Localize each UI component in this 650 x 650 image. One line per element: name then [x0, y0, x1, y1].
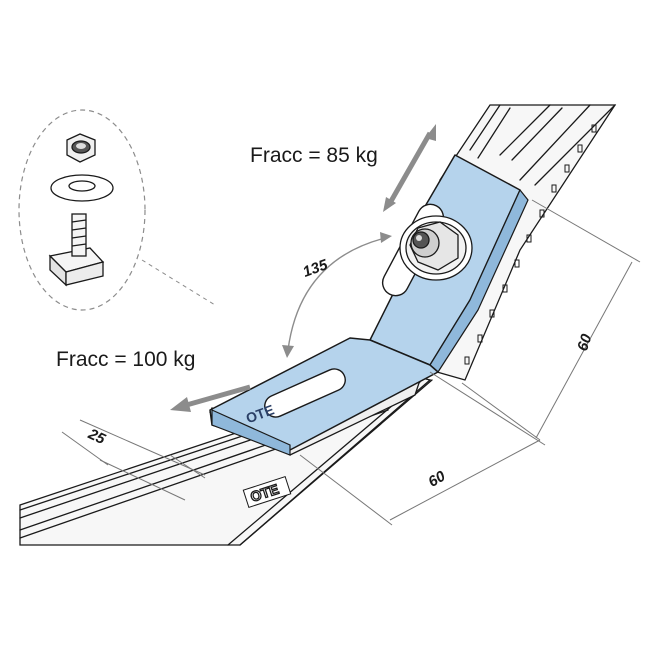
force-label-left: Fracc = 100 kg [56, 348, 195, 371]
nut-icon [66, 133, 96, 163]
force-arrow-top [383, 124, 436, 212]
angle-arc [282, 232, 392, 358]
bracket-horizontal-arm-edge [211, 409, 291, 456]
fastener-detail [18, 109, 216, 311]
rail-scale-marks [464, 124, 597, 365]
washer-icon [50, 174, 114, 202]
dim-label-horizontal: 60 [425, 467, 449, 490]
dim-label-width: 25 [85, 425, 109, 448]
bracket-slot-horizontal [264, 368, 346, 418]
dimension-lines [61, 199, 641, 526]
angle-label: 135 [301, 256, 331, 281]
force-label-top: Fracc = 85 kg [250, 144, 378, 167]
dim-label-vertical: 60 [574, 331, 596, 353]
force-arrow-left [170, 384, 251, 412]
t-bolt-icon [48, 213, 105, 287]
mounted-bolt [399, 215, 473, 281]
